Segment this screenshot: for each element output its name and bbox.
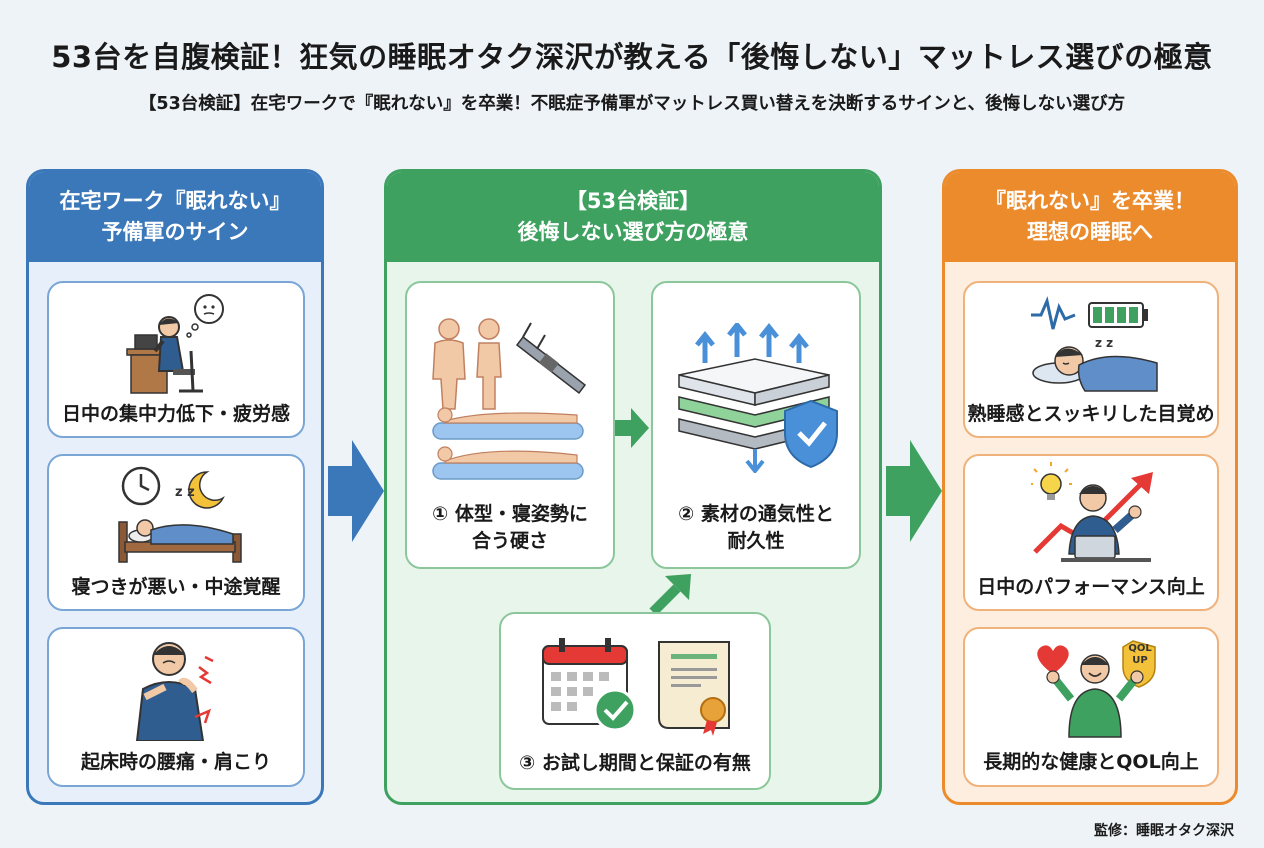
benefit-card-performance: 日中のパフォーマンス向上 [963,454,1219,611]
sign-label-pain: 起床時の腰痛・肩こり [80,751,271,773]
criteria-label-firmness: ① 体型・寝姿勢に 合う硬さ [407,501,613,555]
tired-worker-icon [126,294,224,394]
ideal-sleep-panel-title-line1: 『眠れない』を卒業！ [985,189,1195,213]
arrow-right-icon [886,440,942,542]
signs-panel-header: 在宅ワーク『眠れない』 予備軍のサイン [29,172,321,262]
benefit-label-health: 長期的な健康とQOL向上 [983,751,1199,773]
deep-sleep-icon: z z [1031,296,1158,392]
ideal-sleep-panel: 『眠れない』を卒業！ 理想の睡眠へ z z 熟睡感とスッキリした目覚め [942,169,1238,805]
selection-panel-header: 【53台検証】 後悔しない選び方の極意 [387,172,879,262]
body-type-firmness-icon [432,318,587,480]
criteria-label-trial: ③ お試し期間と保証の有無 [519,752,751,774]
sign-card-pain: 起床時の腰痛・肩こり [47,627,305,787]
sign-label-fatigue: 日中の集中力低下・疲労感 [61,403,290,425]
benefit-label-deep-sleep: 熟睡感とスッキリした目覚め [967,403,1215,425]
ideal-sleep-panel-title-line2: 理想の睡眠へ [1027,220,1153,244]
criteria-label-firmness-line2: 合う硬さ [471,530,548,552]
trial-calendar-warranty-icon [542,638,730,736]
criteria-card-trial: ③ お試し期間と保証の有無 [499,612,771,790]
criteria-label-breathability: ② 素材の通気性と 耐久性 [653,501,859,555]
criteria-label-firmness-line1: ① 体型・寝姿勢に [432,503,588,525]
breathable-layers-icon [678,323,838,473]
selection-panel: 【53台検証】 後悔しない選び方の極意 ① 体型・寝姿勢に 合う硬さ [384,169,882,805]
signs-panel-title-line1: 在宅ワーク『眠れない』 [59,189,291,213]
benefit-card-deep-sleep: z z 熟睡感とスッキリした目覚め [963,281,1219,438]
sign-card-fatigue: 日中の集中力低下・疲労感 [47,281,305,438]
supervisor-credit: 監修：睡眠オタク深沢 [1094,823,1234,839]
arrow-right-small-icon [615,408,649,448]
sign-card-insomnia: z z 寝つきが悪い・中途覚醒 [47,454,305,611]
back-pain-icon [135,642,214,741]
performance-up-icon [1031,462,1153,562]
arrow-up-right-icon [649,574,691,614]
selection-panel-title-line2: 後悔しない選び方の極意 [517,220,749,244]
ideal-sleep-panel-header: 『眠れない』を卒業！ 理想の睡眠へ [945,172,1235,262]
qol-badge-line2: UP [1132,655,1148,666]
criteria-label-breathability-line1: ② 素材の通気性と [678,503,834,525]
signs-panel-title-line2: 予備軍のサイン [101,220,249,244]
arrow-right-icon [328,440,384,542]
benefit-label-performance: 日中のパフォーマンス向上 [977,576,1205,598]
page-subtitle: 【53台検証】在宅ワークで『眠れない』を卒業！不眠症予備軍がマットレス買い替えを… [138,94,1126,114]
criteria-label-breathability-line2: 耐久性 [727,530,785,552]
criteria-card-breathability: ② 素材の通気性と 耐久性 [651,281,861,569]
sign-label-insomnia: 寝つきが悪い・中途覚醒 [71,576,281,598]
benefit-card-health: QOL UP 長期的な健康とQOL向上 [963,627,1219,787]
health-qol-icon [1037,640,1156,738]
selection-panel-title-line1: 【53台検証】 [565,189,701,213]
qol-badge-line1: QOL [1128,643,1152,654]
criteria-card-firmness: ① 体型・寝姿勢に 合う硬さ [405,281,615,569]
signs-panel: 在宅ワーク『眠れない』 予備軍のサイン 日中の集中力低下・疲労感 z z [26,169,324,805]
sleepless-bed-icon: z z [118,466,242,563]
page-title: 53台を自腹検証！狂気の睡眠オタク深沢が教える「後悔しない」マットレス選びの極意 [51,40,1213,74]
qol-up-badge: QOL UP [1123,643,1157,667]
svg-text:z z: z z [1095,336,1113,350]
svg-text:z z: z z [175,485,195,500]
